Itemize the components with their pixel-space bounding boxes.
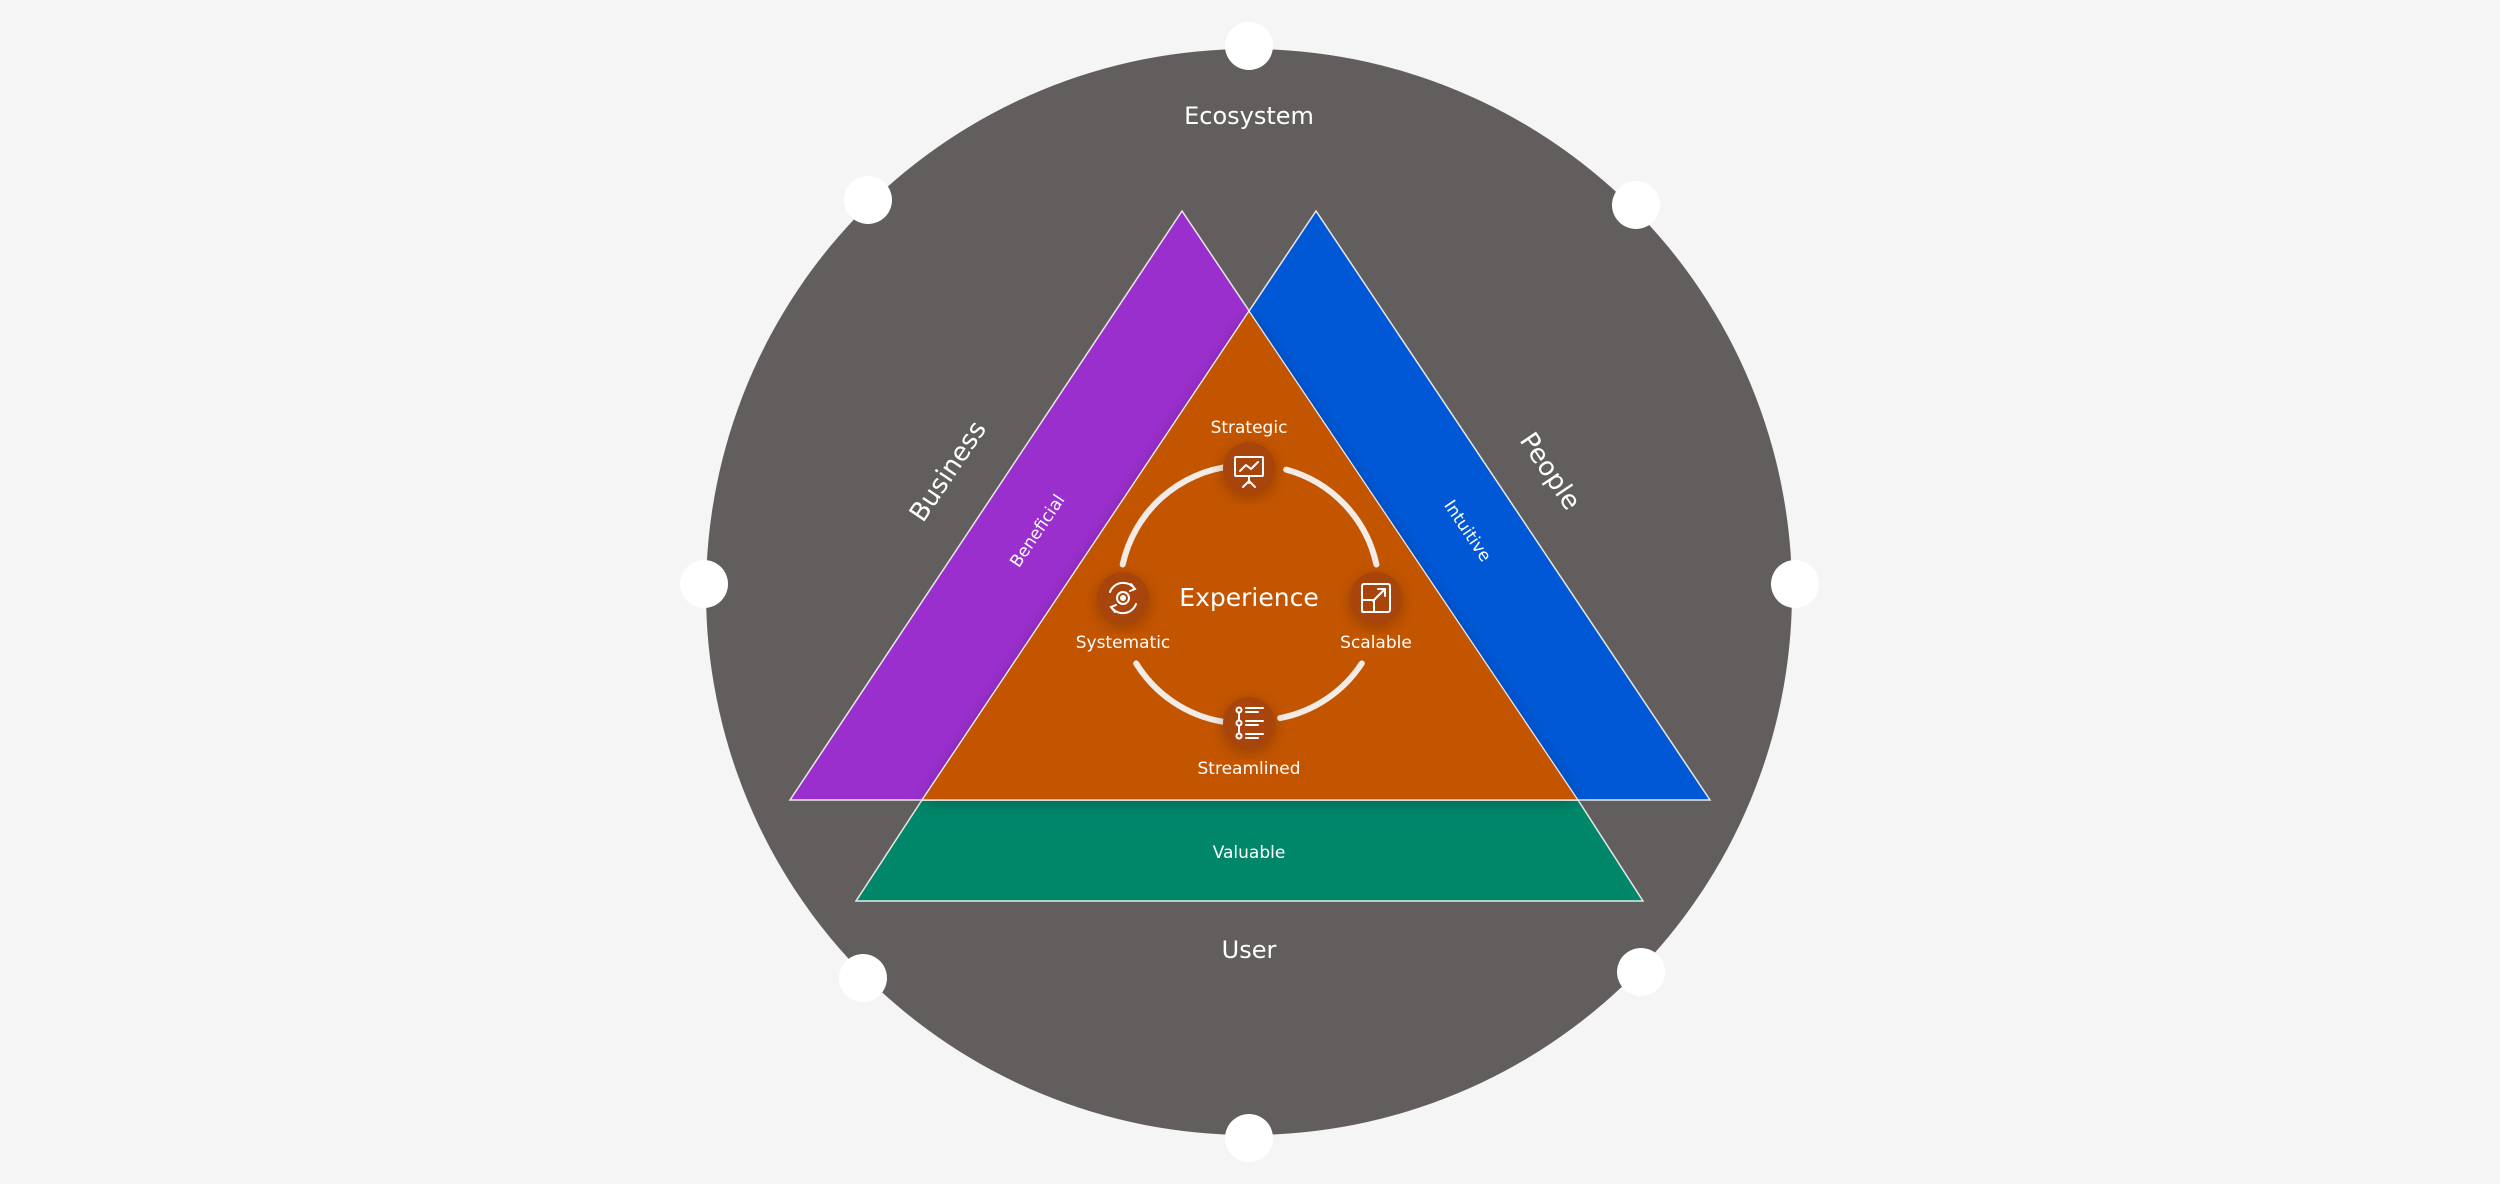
ring-handle-top-left[interactable] [844,176,892,224]
gear-refresh-icon [1109,581,1137,615]
ring-handle-bottom-left[interactable] [839,954,887,1002]
resize-expand-icon [1361,583,1391,613]
node-systematic[interactable] [1097,572,1149,624]
ring-handle-top[interactable] [1225,22,1273,70]
ring-handle-bottom[interactable] [1225,1114,1273,1162]
strategic-label: Strategic [1211,418,1288,438]
cycle-arc-top-right [1283,466,1380,568]
checklist-icon [1235,706,1264,740]
ring-handle-top-right[interactable] [1612,181,1660,229]
valuable-label: Valuable [1213,843,1286,863]
node-strategic[interactable] [1223,442,1275,494]
presentation-board-icon [1234,456,1264,488]
systematic-label: Systematic [1076,633,1171,653]
experience-triangle-outline [920,309,1580,801]
node-scalable[interactable] [1350,572,1402,624]
cycle-arc-bottom-left [1133,660,1226,725]
ring-handle-right[interactable] [1771,560,1819,608]
experience-title: Experience [1179,583,1318,612]
cycle-arc-bottom-right [1277,660,1365,722]
ecosystem-label: Ecosystem [1184,102,1314,130]
streamlined-label: Streamlined [1198,759,1301,779]
experience-triangle [922,311,1578,800]
scalable-label: Scalable [1340,633,1412,653]
node-streamlined[interactable] [1223,697,1275,749]
user-label: User [1222,936,1277,964]
ring-handle-left[interactable] [680,560,728,608]
cycle-arc-top-left [1119,463,1235,568]
cycle-arcs [1119,463,1380,725]
ring-handles [680,22,1819,1162]
ring-handle-bottom-right[interactable] [1617,948,1665,996]
